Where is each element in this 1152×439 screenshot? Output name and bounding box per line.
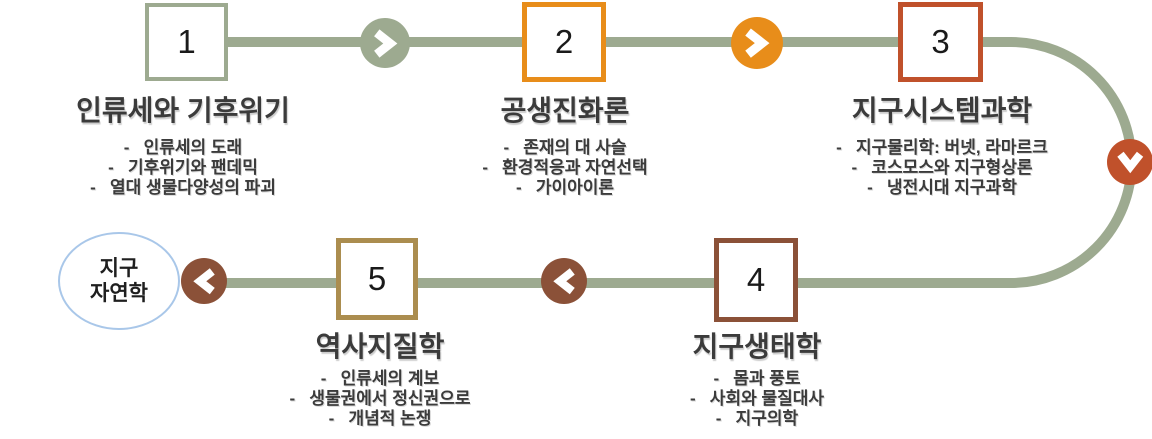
bullet-item: - 존재의 대 사슬: [503, 138, 627, 157]
step-section-1: 인류세와 기후위기 - 인류세의 도래 - 기후위기와 팬데믹 - 열대 생물다…: [13, 94, 353, 198]
bullet-item: - 기후위기와 팬데믹: [108, 158, 258, 177]
step-box-3: 3: [898, 2, 983, 82]
bullet-item: - 냉전시대 지구과학: [867, 178, 1017, 197]
bullet-item: - 생물권에서 정신권으로: [289, 389, 471, 408]
step-bullets-3: - 지구물리학: 버넷, 라마르크 - 코스모스와 지구형상론 - 냉전시대 지…: [772, 138, 1112, 198]
terminal-label-line2: 자연학: [90, 282, 148, 305]
bullet-item: - 열대 생물다양성의 파괴: [90, 178, 276, 197]
step-number-3: 3: [931, 23, 950, 60]
step-bullets-1: - 인류세의 도래 - 기후위기와 팬데믹 - 열대 생물다양성의 파괴: [13, 138, 353, 198]
bullet-item: - 사회와 물질대사: [689, 389, 825, 408]
step-title-3: 지구시스템과학: [851, 95, 1033, 126]
step-bullets-5: - 인류세의 계보 - 생물권에서 정신권으로 - 개념적 논쟁: [210, 369, 550, 429]
chevron-down-icon: [1107, 139, 1152, 185]
step-section-3: 지구시스템과학 - 지구물리학: 버넷, 라마르크 - 코스모스와 지구형상론 …: [772, 94, 1112, 198]
step-box-4: 4: [714, 238, 798, 322]
step-number-4: 4: [746, 261, 766, 298]
bullet-item: - 인류세의 도래: [123, 138, 243, 157]
bullet-item: - 지구물리학: 버넷, 라마르크: [836, 138, 1048, 157]
bullet-item: - 지구의학: [715, 409, 799, 428]
terminal-label-line1: 지구: [99, 257, 139, 280]
step-section-5: 역사지질학 - 인류세의 계보 - 생물권에서 정신권으로 - 개념적 논쟁: [210, 330, 550, 429]
step-box-2: 2: [522, 2, 606, 82]
step-title-4: 지구생태학: [692, 331, 822, 362]
step-box-5: 5: [336, 238, 418, 320]
step-title-5: 역사지질학: [315, 331, 445, 362]
chevron-right-icon: [360, 18, 410, 68]
bullet-item: - 몸과 풍토: [713, 369, 801, 388]
bullet-item: - 코스모스와 지구형상론: [851, 158, 1033, 177]
bullet-item: - 개념적 논쟁: [328, 409, 432, 428]
chevron-left-icon: [541, 258, 587, 304]
chevron-right-icon: [731, 17, 783, 69]
chevron-left-icon: [181, 258, 227, 304]
step-section-2: 공생진화론 - 존재의 대 사슬 - 환경적응과 자연선택 - 가이아이론: [395, 94, 735, 198]
step-title-1: 인류세와 기후위기: [76, 95, 290, 126]
bullet-item: - 인류세의 계보: [320, 369, 440, 388]
step-number-2: 2: [554, 23, 574, 60]
step-bullets-2: - 존재의 대 사슬 - 환경적응과 자연선택 - 가이아이론: [395, 138, 735, 198]
step-number-1: 1: [177, 23, 196, 60]
step-number-5: 5: [367, 260, 387, 297]
bullet-item: - 가이아이론: [515, 178, 615, 197]
terminal-ellipse: 지구 자연학: [58, 232, 180, 330]
step-box-1: 1: [145, 3, 228, 81]
step-section-4: 지구생태학 - 몸과 풍토 - 사회와 물질대사 - 지구의학: [587, 330, 927, 429]
step-bullets-4: - 몸과 풍토 - 사회와 물질대사 - 지구의학: [587, 369, 927, 429]
bullet-item: - 환경적응과 자연선택: [482, 158, 648, 177]
step-title-2: 공생진화론: [500, 95, 630, 126]
